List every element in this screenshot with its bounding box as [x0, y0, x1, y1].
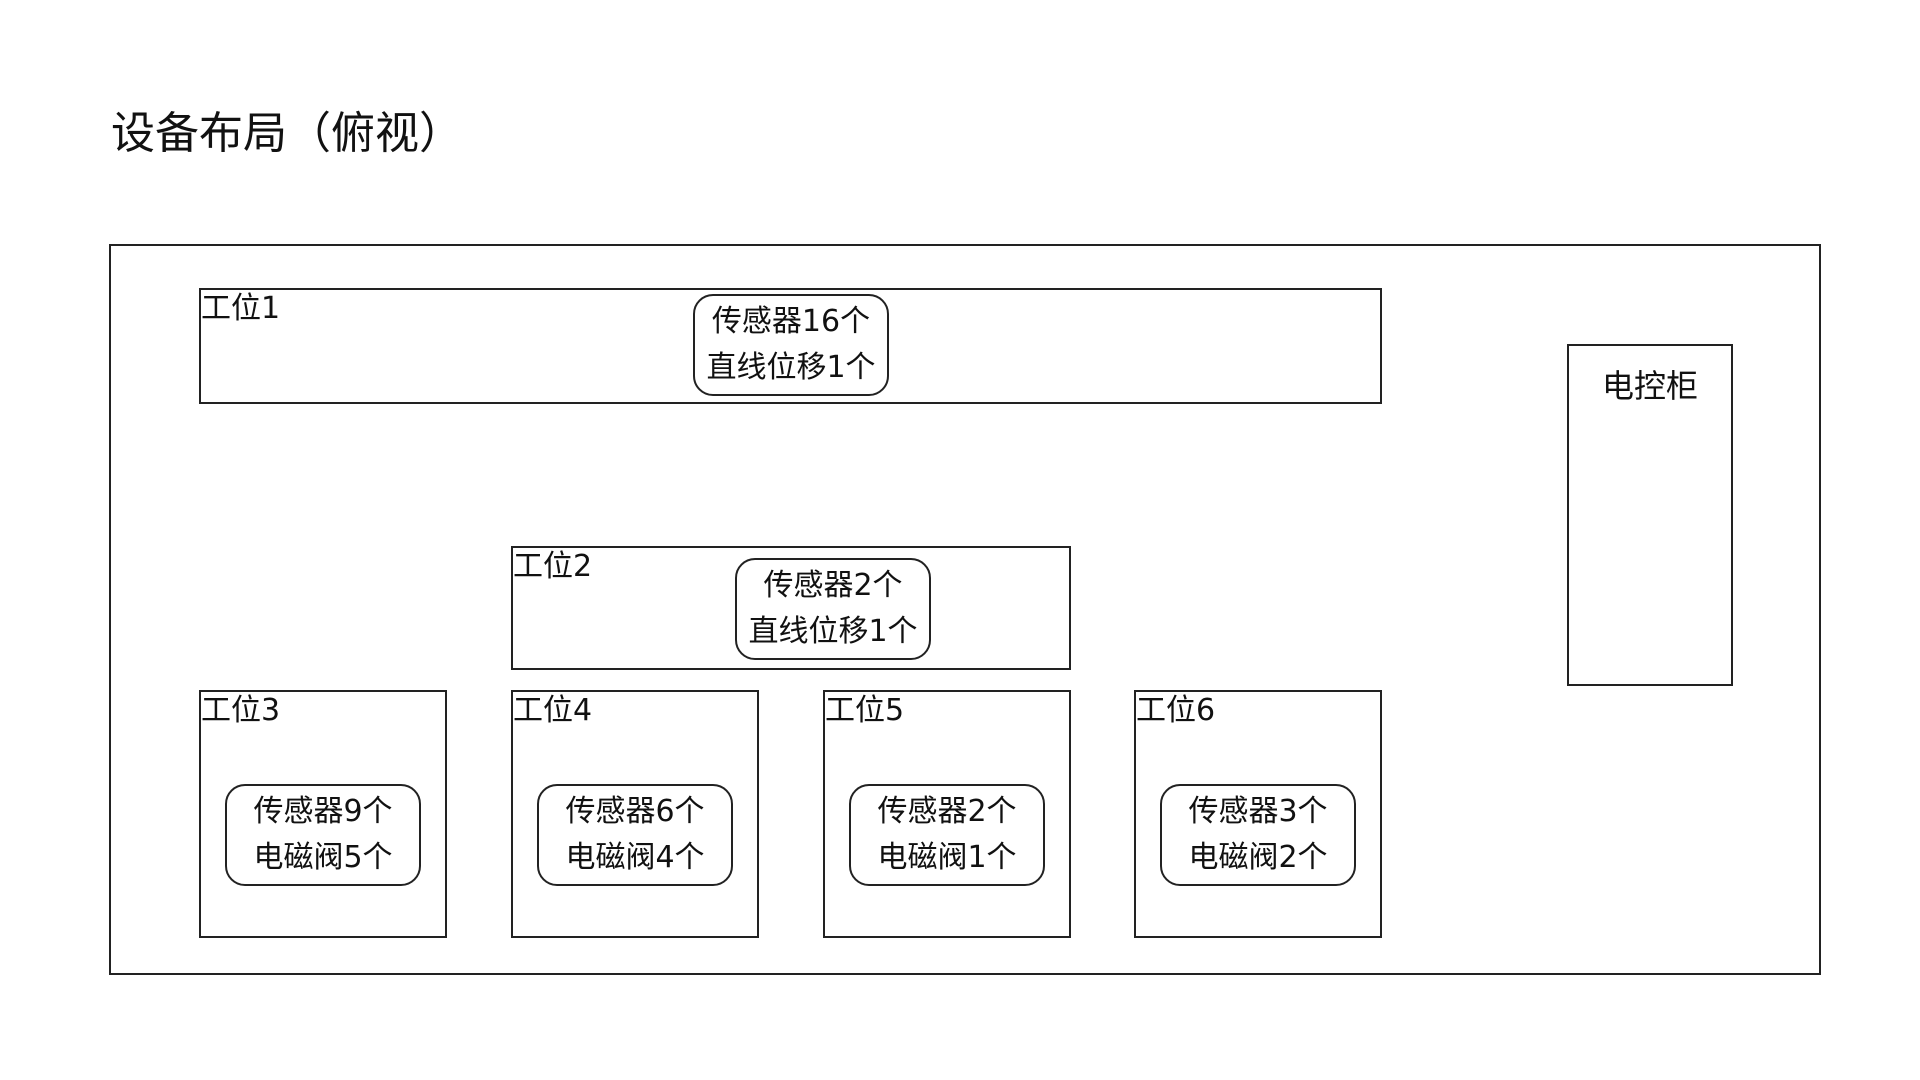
- station-6-line-2: 电磁阀2个: [1188, 840, 1328, 875]
- page-title: 设备布局（俯视）: [111, 108, 463, 159]
- station-6-line-1: 传感器3个: [1188, 794, 1328, 829]
- station-2-label: 工位2: [513, 549, 593, 584]
- station-3-equipment: 传感器9个 电磁阀5个: [225, 784, 421, 886]
- station-6-label: 工位6: [1136, 693, 1216, 728]
- station-5-label: 工位5: [825, 693, 905, 728]
- station-1-equipment: 传感器16个 直线位移1个: [693, 294, 889, 396]
- station-3-line-2: 电磁阀5个: [253, 840, 393, 875]
- control-cabinet: 电控柜: [1567, 344, 1733, 686]
- station-2-equipment: 传感器2个 直线位移1个: [735, 558, 931, 660]
- station-4-equipment: 传感器6个 电磁阀4个: [537, 784, 733, 886]
- station-4-label: 工位4: [513, 693, 593, 728]
- station-5-line-1: 传感器2个: [877, 794, 1017, 829]
- station-1-line-2: 直线位移1个: [706, 350, 876, 385]
- station-4-line-2: 电磁阀4个: [565, 840, 705, 875]
- station-2-line-2: 直线位移1个: [748, 614, 918, 649]
- station-3-line-1: 传感器9个: [253, 794, 393, 829]
- control-cabinet-label: 电控柜: [1601, 367, 1698, 405]
- station-3-label: 工位3: [201, 693, 281, 728]
- station-6-equipment: 传感器3个 电磁阀2个: [1160, 784, 1356, 886]
- station-1-label: 工位1: [201, 291, 281, 326]
- station-2-line-1: 传感器2个: [763, 568, 903, 603]
- station-5-line-2: 电磁阀1个: [877, 840, 1017, 875]
- station-5-equipment: 传感器2个 电磁阀1个: [849, 784, 1045, 886]
- station-1-line-1: 传感器16个: [711, 304, 871, 339]
- layout-frame: 工位1 传感器16个 直线位移1个 工位2 传感器2个 直线位移1个 工位3 传…: [109, 244, 1821, 975]
- station-4-line-1: 传感器6个: [565, 794, 705, 829]
